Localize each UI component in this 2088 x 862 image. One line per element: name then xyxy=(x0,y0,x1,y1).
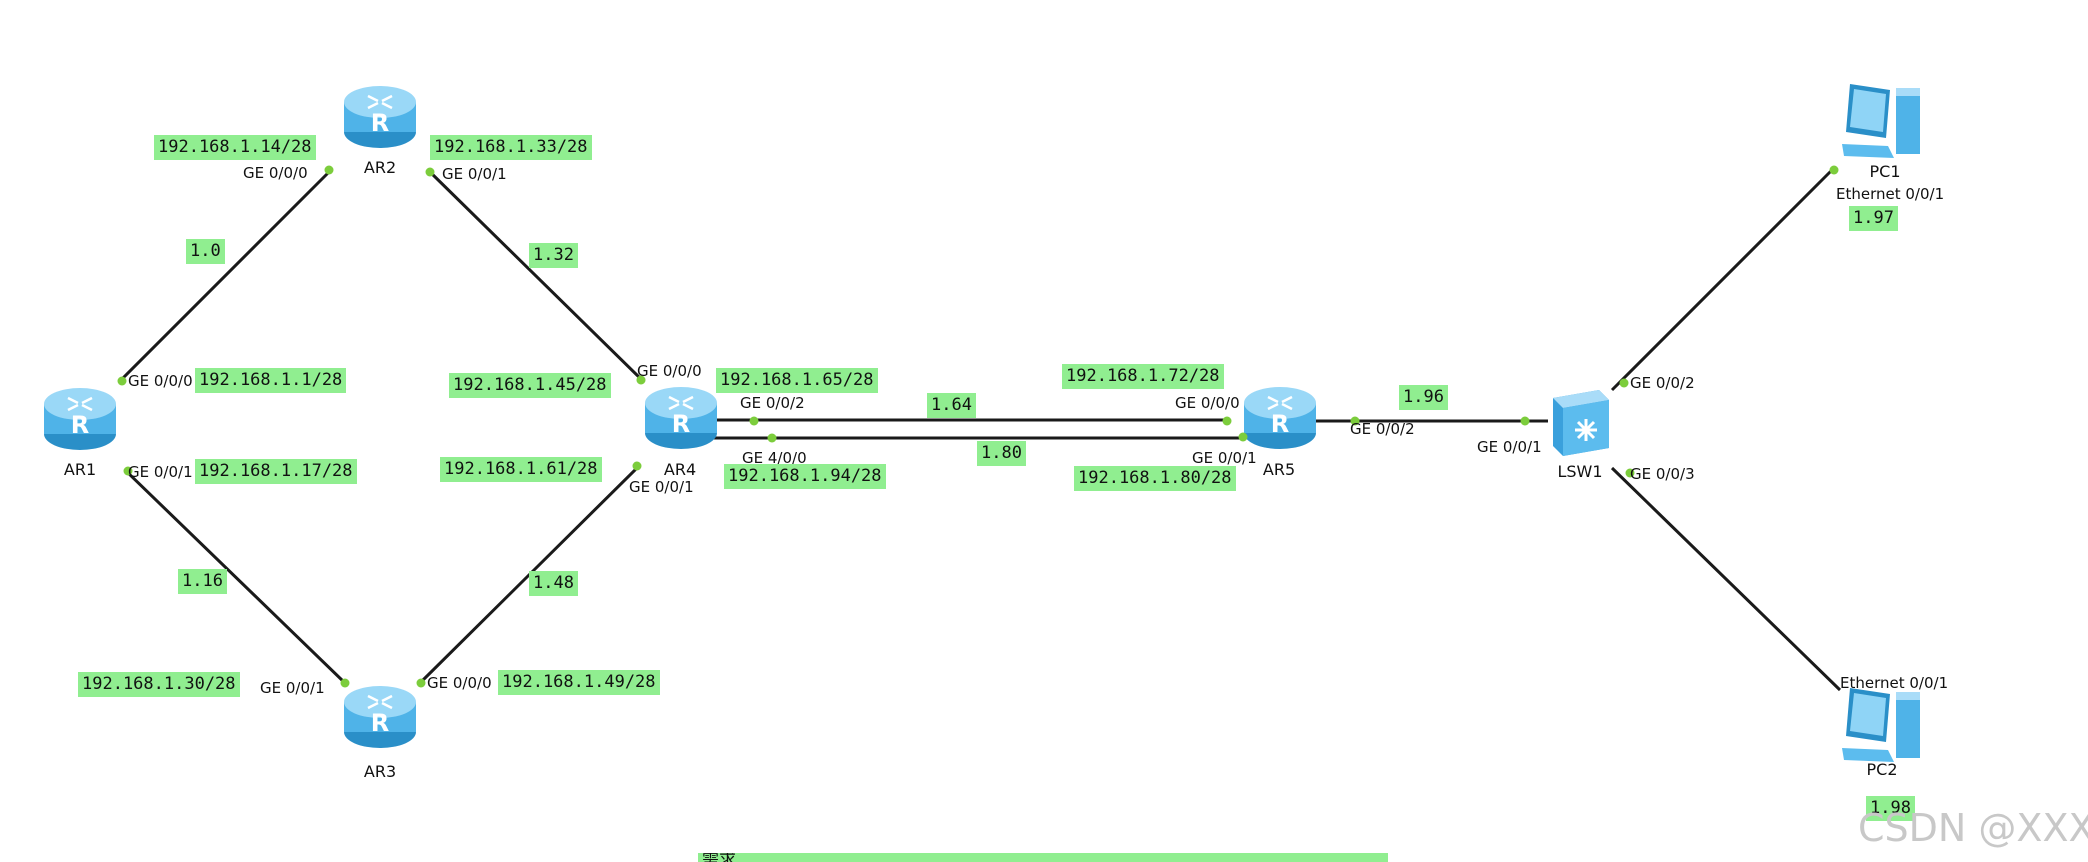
port-dot xyxy=(425,167,435,177)
svg-text:R: R xyxy=(672,410,690,438)
net-label-ar1-ar3: 1.16 xyxy=(178,569,227,594)
port-dot xyxy=(749,416,759,426)
device-label-lsw1: LSW1 xyxy=(1557,462,1603,481)
port-label-pc2-eth: Ethernet 0/0/1 xyxy=(1840,674,1949,692)
net-label-ar4-ar5-a: 1.64 xyxy=(927,393,976,418)
port-dot xyxy=(324,165,334,175)
port-label-ar3-ge000: GE 0/0/0 xyxy=(427,674,492,692)
port-dot xyxy=(340,678,350,688)
port-dot xyxy=(1520,416,1530,426)
port-label-ar2-ge000: GE 0/0/0 xyxy=(243,164,308,182)
port-label-lsw1-ge003: GE 0/0/3 xyxy=(1630,465,1695,483)
link-ar1-ar2 xyxy=(118,168,333,383)
port-label-ar4-ge001: GE 0/0/1 xyxy=(629,478,694,496)
device-label-ar5: AR5 xyxy=(1262,460,1296,479)
router-icon[interactable]: R xyxy=(643,383,719,453)
device-label-ar4: AR4 xyxy=(663,460,697,479)
svg-text:R: R xyxy=(71,411,89,439)
port-label-ar2-ge001: GE 0/0/1 xyxy=(442,165,507,183)
port-dot xyxy=(1829,165,1839,175)
port-dot xyxy=(632,461,642,471)
ip-label-ar4-ge002: 192.168.1.65/28 xyxy=(716,368,878,393)
router-icon[interactable]: R xyxy=(1242,383,1318,453)
ip-label-ar3-ge000: 192.168.1.49/28 xyxy=(498,670,660,695)
router-icon[interactable]: R xyxy=(42,384,118,454)
pc-icon[interactable] xyxy=(1838,684,1924,766)
router-icon[interactable]: R xyxy=(342,82,418,152)
net-label-pc2: 1.98 xyxy=(1866,796,1915,821)
ip-label-ar5-ge001: 192.168.1.80/28 xyxy=(1074,466,1236,491)
port-label-ar4-ge002: GE 0/0/2 xyxy=(740,394,805,412)
port-label-pc1-eth: Ethernet 0/0/1 xyxy=(1836,185,1945,203)
ip-label-ar2-ge001: 192.168.1.33/28 xyxy=(430,135,592,160)
link-ar1-ar3 xyxy=(123,468,347,685)
device-label-ar1: AR1 xyxy=(63,460,97,479)
ip-label-ar4-ge001: 192.168.1.61/28 xyxy=(440,457,602,482)
port-dot xyxy=(767,433,777,443)
ip-label-ar1-ge001: 192.168.1.17/28 xyxy=(195,459,357,484)
net-label-ar4-ar5-b: 1.80 xyxy=(977,441,1026,466)
port-label-ar4-ge000: GE 0/0/0 xyxy=(637,362,702,380)
net-label-ar5-lsw1: 1.96 xyxy=(1399,385,1448,410)
port-dot xyxy=(123,466,133,476)
port-dot xyxy=(1222,416,1232,426)
ip-label-ar2-ge000: 192.168.1.14/28 xyxy=(154,135,316,160)
port-label-ar3-ge001: GE 0/0/1 xyxy=(260,679,325,697)
port-dot xyxy=(117,376,127,386)
ip-label-ar4-ge400: 192.168.1.94/28 xyxy=(724,464,886,489)
link-lsw1-pc1 xyxy=(1610,166,1836,392)
net-label-ar3-ar4: 1.48 xyxy=(529,571,578,596)
port-label-ar1-ge000: GE 0/0/0 xyxy=(128,372,193,390)
port-dot xyxy=(636,375,646,385)
watermark: CSDN @XXX. xyxy=(1858,806,2088,850)
port-dot xyxy=(416,678,426,688)
device-label-pc2: PC2 xyxy=(1866,760,1898,779)
router-icon[interactable]: R xyxy=(342,682,418,752)
svg-text:R: R xyxy=(371,709,389,737)
port-label-ar5-ge000: GE 0/0/0 xyxy=(1175,394,1240,412)
requirements-note-text: 需求 xyxy=(702,853,736,862)
ip-label-ar1-ge000: 192.168.1.1/28 xyxy=(195,368,347,393)
ip-label-ar4-ge000: 192.168.1.45/28 xyxy=(449,373,611,398)
port-label-ar5-ge002: GE 0/0/2 xyxy=(1350,420,1415,438)
net-label-ar1-ar2: 1.0 xyxy=(186,239,225,264)
pc-icon[interactable] xyxy=(1838,80,1924,162)
svg-text:R: R xyxy=(1271,410,1289,438)
port-label-lsw1-ge002: GE 0/0/2 xyxy=(1630,374,1695,392)
port-label-ar5-ge001: GE 0/0/1 xyxy=(1192,449,1257,467)
port-dot xyxy=(1619,378,1629,388)
link-lsw1-pc2 xyxy=(1610,466,1842,692)
requirements-note: 需求 xyxy=(698,853,1388,862)
link-ar2-ar4 xyxy=(426,168,644,382)
port-label-lsw1-ge001: GE 0/0/1 xyxy=(1477,438,1542,456)
net-label-pc1: 1.97 xyxy=(1849,206,1898,231)
ip-label-ar3-ge001: 192.168.1.30/28 xyxy=(78,672,240,697)
port-label-ar1-ge001: GE 0/0/1 xyxy=(128,463,193,481)
device-label-ar2: AR2 xyxy=(363,158,397,177)
switch-icon[interactable] xyxy=(1545,386,1613,458)
ip-label-ar5-ge000: 192.168.1.72/28 xyxy=(1062,364,1224,389)
net-label-ar2-ar4: 1.32 xyxy=(529,243,578,268)
port-label-ar4-ge400: GE 4/0/0 xyxy=(742,449,807,467)
device-label-pc1: PC1 xyxy=(1869,162,1901,181)
svg-text:R: R xyxy=(371,109,389,137)
port-dot xyxy=(1350,416,1360,426)
port-dot xyxy=(1238,432,1248,442)
port-dot xyxy=(1625,468,1635,478)
device-label-ar3: AR3 xyxy=(363,762,397,781)
